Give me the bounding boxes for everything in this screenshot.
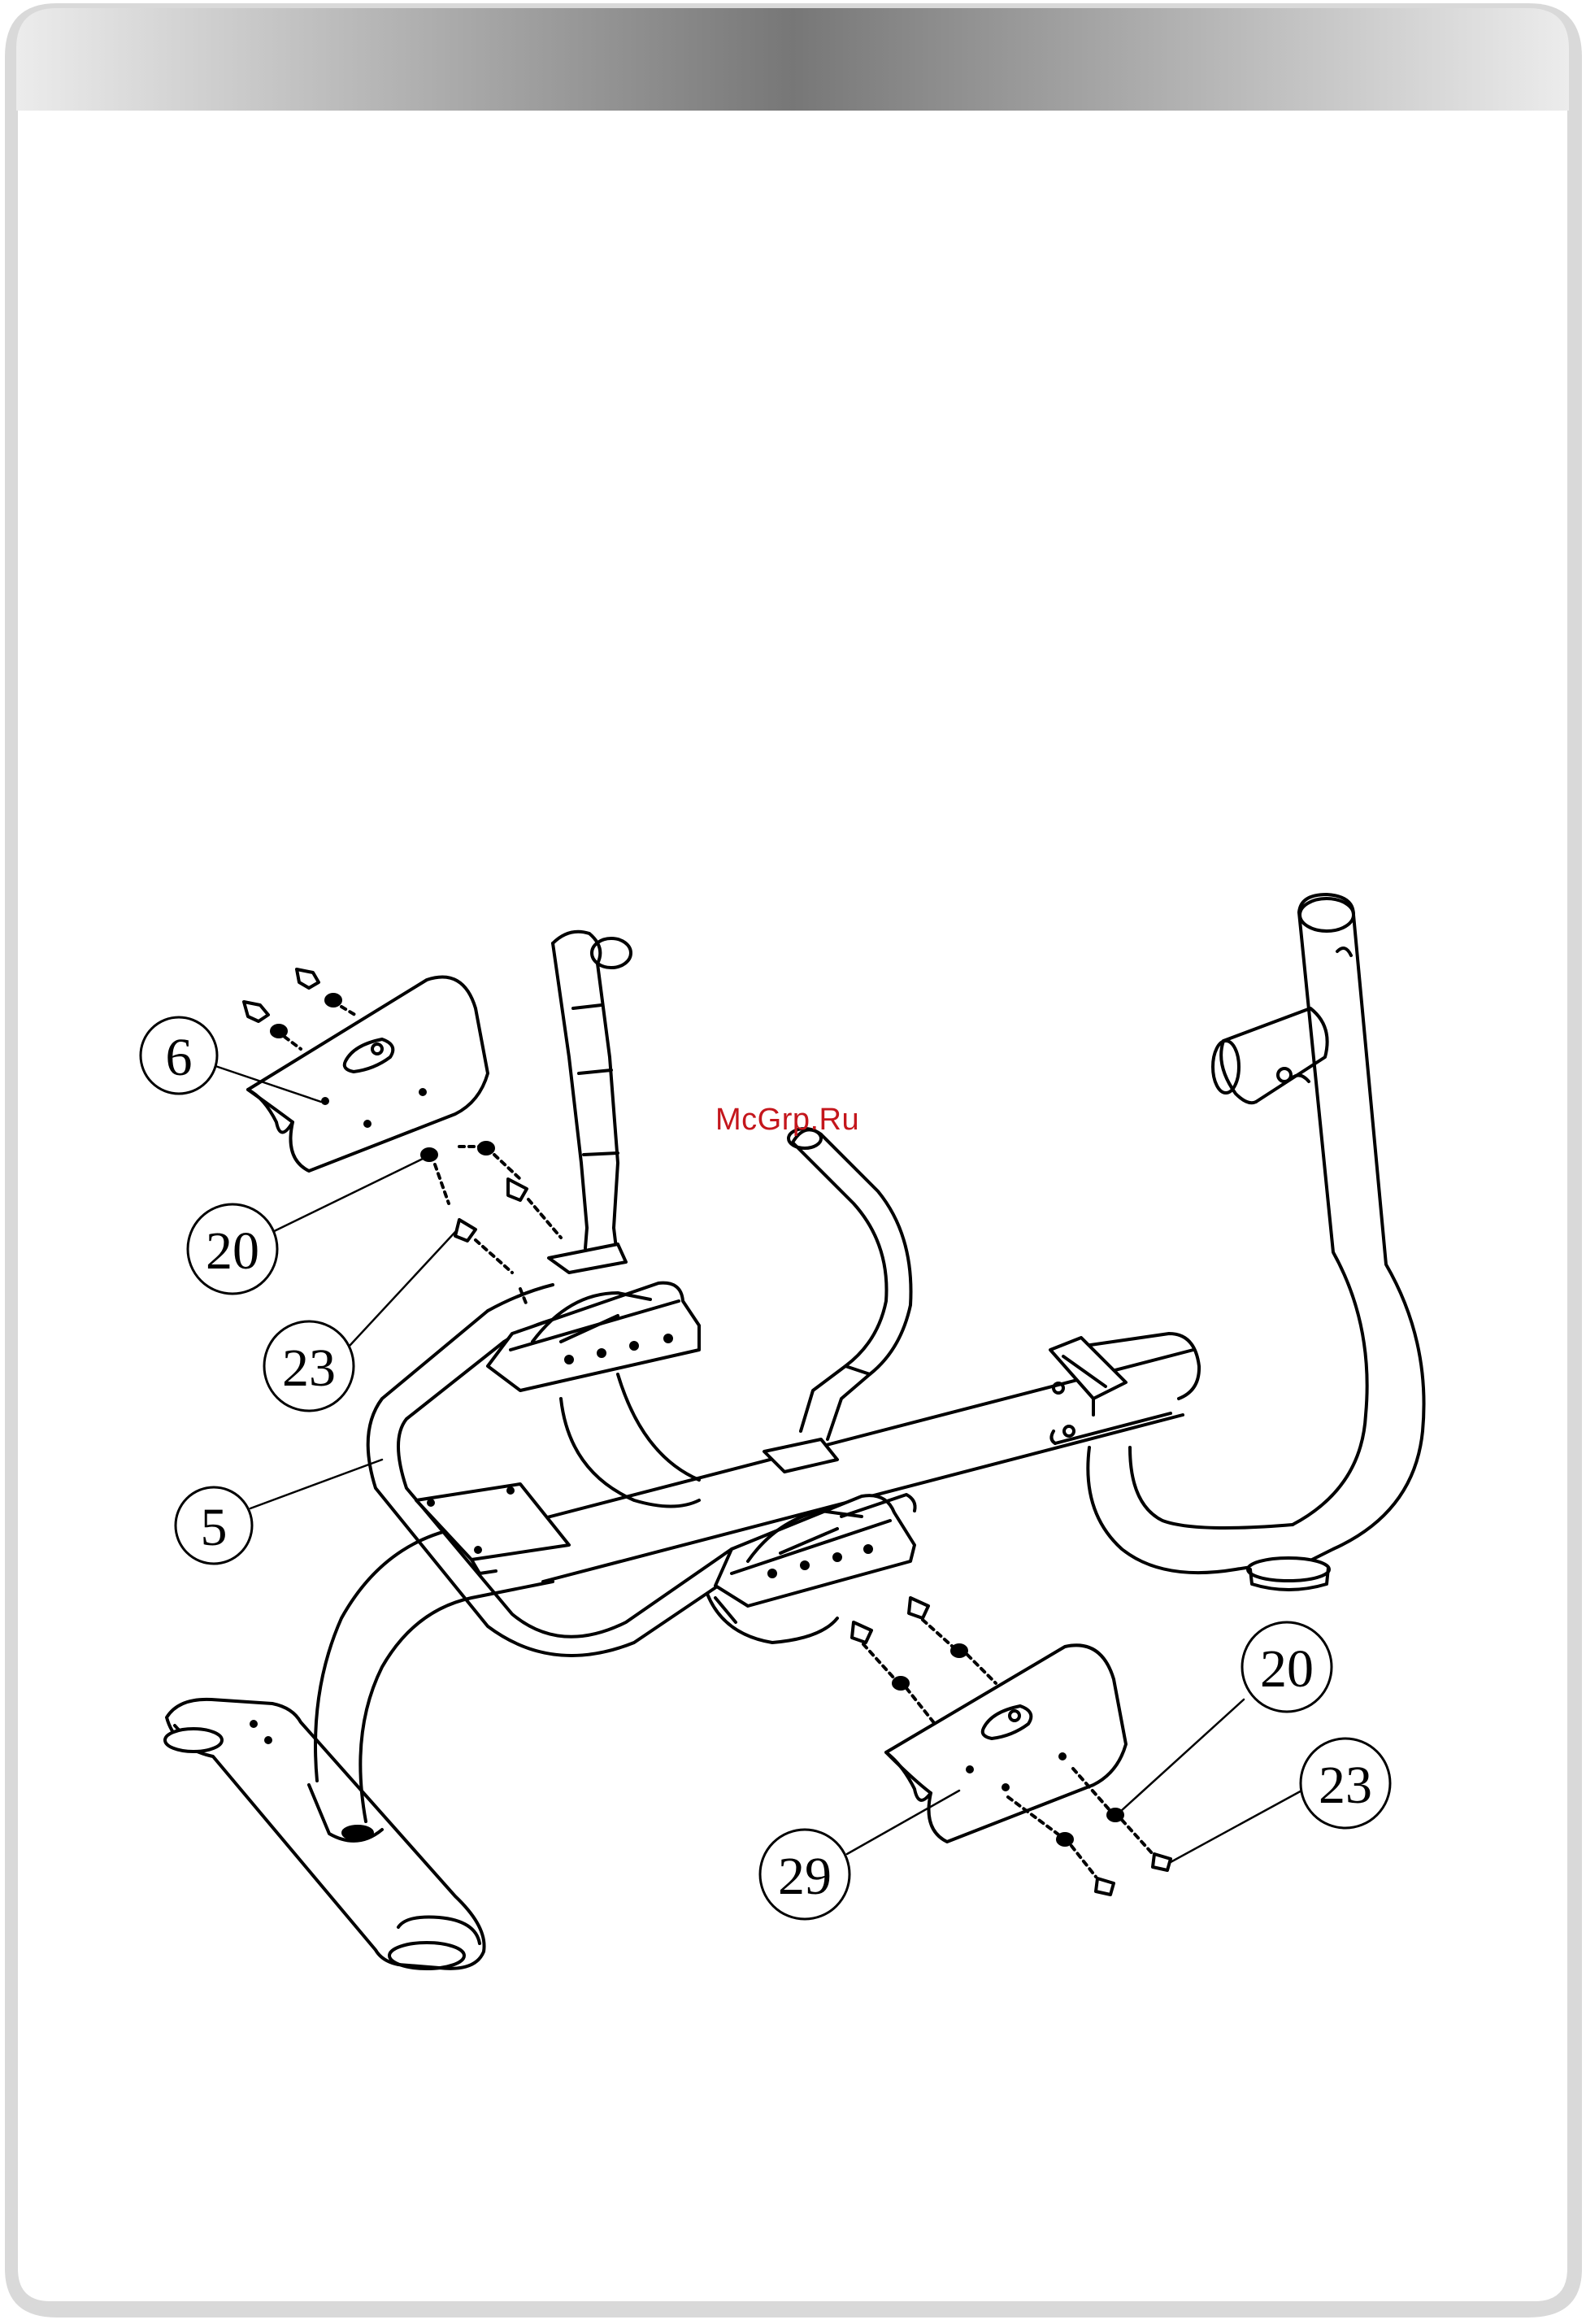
callout-part-5: 5	[176, 1487, 252, 1564]
callout-label-20-right: 20	[1260, 1639, 1314, 1699]
callout-label-29: 29	[778, 1847, 832, 1906]
callout-part-23-right: 23	[1301, 1739, 1390, 1828]
callout-part-23-left: 23	[264, 1321, 354, 1411]
callout-part-6: 6	[141, 1017, 217, 1094]
callout-part-20-left: 20	[188, 1204, 277, 1294]
callout-label-20-left: 20	[206, 1221, 259, 1281]
callout-label-23-right: 23	[1319, 1756, 1372, 1815]
callout-label-23-left: 23	[282, 1338, 336, 1398]
callout-part-29: 29	[760, 1830, 849, 1919]
callout-label-6: 6	[166, 1028, 193, 1087]
header-band	[16, 8, 1569, 111]
callout-label-5: 5	[201, 1498, 228, 1557]
content-area	[18, 111, 1567, 2301]
watermark-text: McGrp.Ru	[715, 1099, 894, 1140]
callout-part-20-right: 20	[1242, 1622, 1332, 1712]
